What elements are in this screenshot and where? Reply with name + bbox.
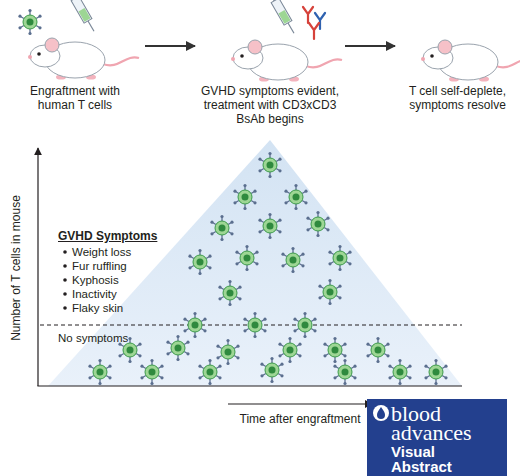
t-cell [328, 245, 351, 271]
t-cell [235, 245, 258, 271]
t-cell-group [88, 152, 447, 385]
stage-caption: GVHD symptoms evident, treatment with CD… [198, 84, 342, 126]
logo-box: blood advancesVisual Abstract [367, 399, 507, 476]
mouse-illustration [421, 40, 520, 82]
syringe-symbol [265, 0, 299, 36]
t-cell [260, 357, 283, 383]
t-cell [318, 279, 341, 305]
t-cell [333, 359, 356, 385]
stage-panel: T cell self-deplete, symptoms resolve [395, 0, 520, 118]
axis-arrow [228, 403, 372, 404]
symptom-heading: GVHD Symptoms [58, 229, 157, 243]
t-cell [88, 359, 111, 385]
t-cell [216, 339, 239, 365]
stage-caption: Engraftment with human T cells [22, 84, 128, 112]
threshold-label: No symptoms [58, 331, 128, 345]
x-axis [37, 385, 462, 386]
symptom-item: Inactivity [72, 287, 117, 301]
stage-panel: GVHD symptoms evident, treatment with CD… [195, 0, 345, 132]
t-cell [323, 337, 346, 363]
t-cell [183, 312, 206, 338]
t-cell [140, 359, 163, 385]
logo-text: blood advances [391, 404, 499, 442]
symptom-item: Flaky skin [72, 301, 123, 315]
t-cell [258, 152, 281, 178]
axis-title: Time after engraftment [240, 412, 361, 426]
t-cell-area [48, 140, 462, 386]
t-cell [243, 312, 266, 338]
t-cell [281, 247, 304, 273]
flow-arrow [145, 45, 195, 47]
t-cell [188, 249, 211, 275]
axis-title: Number of T cells in mouse [9, 195, 23, 341]
y-axis [37, 148, 38, 386]
t-cell [388, 359, 411, 385]
t-cell [198, 359, 221, 385]
t-cell [210, 215, 233, 241]
antibody-symbol [309, 23, 319, 39]
syringe-symbol [65, 0, 99, 34]
bullet-dots [63, 250, 67, 310]
t-cell [284, 184, 307, 210]
t-cell [293, 312, 316, 338]
logo-subtitle: Visual Abstract [391, 444, 471, 474]
t-cell [258, 213, 281, 239]
t-cell [424, 359, 447, 385]
stage-panel: Engraftment with human T cells [5, 0, 145, 118]
symptom-item: Kyphosis [72, 273, 119, 287]
t-cell [366, 337, 389, 363]
t-cell [18, 9, 41, 35]
symptom-item: Weight loss [72, 245, 131, 259]
mouse-illustration [28, 38, 139, 80]
mouse-illustration [231, 40, 342, 82]
t-cell [166, 335, 189, 361]
flow-arrow [345, 45, 395, 47]
logo-icon [373, 405, 389, 421]
t-cell [278, 337, 301, 363]
symptom-item: Fur ruffling [72, 259, 127, 273]
t-cell [233, 184, 256, 210]
stage-caption: T cell self-deplete, symptoms resolve [400, 84, 515, 112]
t-cell [218, 280, 241, 306]
t-cell [306, 211, 329, 237]
antibody-symbol [303, 7, 313, 23]
